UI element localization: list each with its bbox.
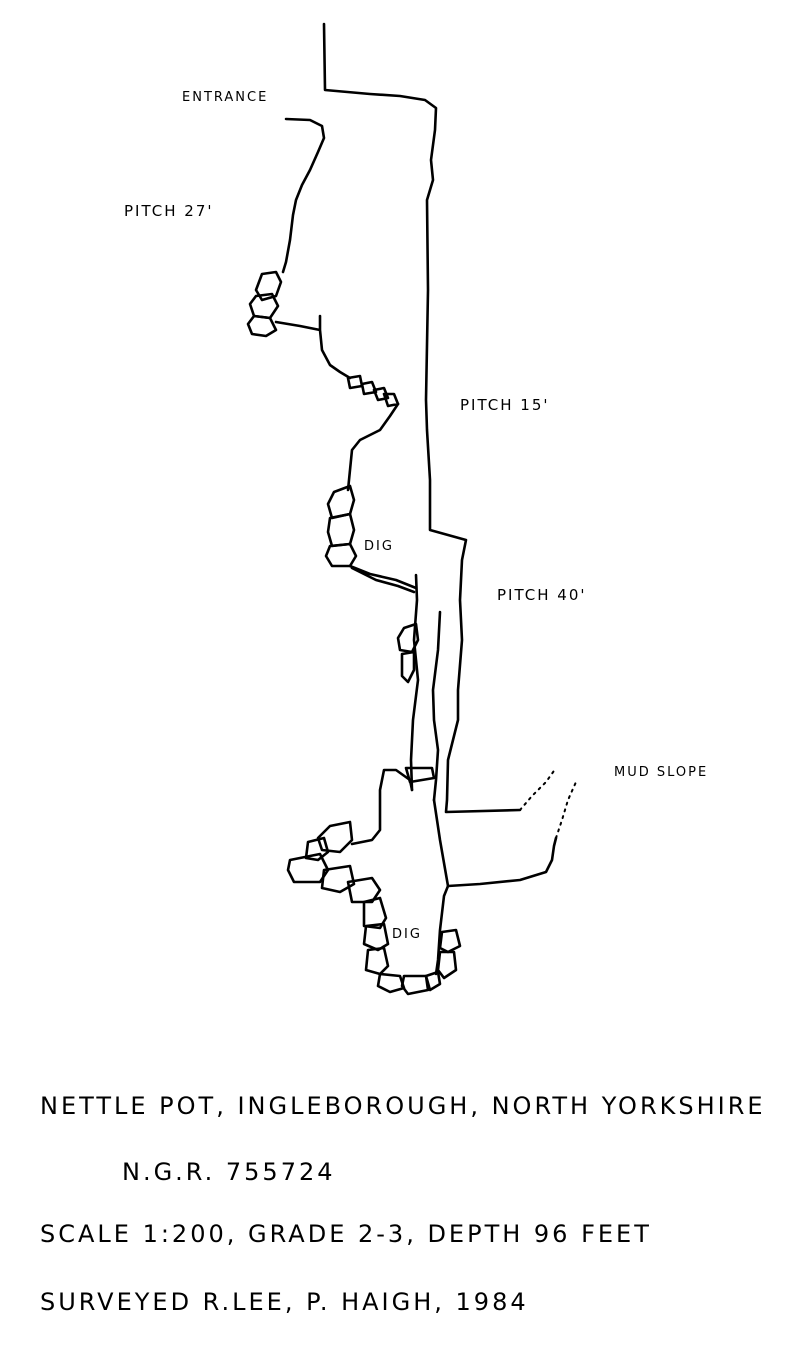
survey-title: NETTLE POT, INGLEBOROUGH, NORTH YORKSHIR…: [40, 1092, 766, 1120]
cave-wall-left-upper: [281, 117, 326, 274]
label-mud-slope: MUD SLOPE: [614, 765, 708, 780]
boulder: [326, 512, 356, 548]
cave-wall-mid-passage: [274, 314, 352, 380]
boulder: [438, 928, 462, 954]
cave-wall-inner-pitch40: [409, 573, 420, 792]
boulder: [376, 972, 406, 994]
cave-wall-left-mid: [346, 402, 400, 492]
boulder: [304, 836, 330, 862]
boulder: [424, 970, 442, 992]
label-dig-upper: DIG: [364, 539, 394, 554]
boulder-chain: [346, 374, 400, 408]
label-pitch-40: PITCH 40': [497, 586, 586, 604]
cave-wall-left-lower: [350, 768, 414, 846]
boulder: [248, 292, 280, 320]
label-dig-lower: DIG: [392, 927, 422, 942]
dig-passage: [348, 564, 418, 594]
label-pitch-27: PITCH 27': [124, 202, 213, 220]
cave-wall-inner-pitch40-right: [431, 610, 442, 802]
grid-reference: N.G.R. 755724: [122, 1158, 336, 1186]
boulder: [400, 650, 416, 684]
boulder: [324, 542, 358, 568]
label-pitch-15: PITCH 15': [460, 396, 549, 414]
cave-wall-right-upper: [322, 22, 522, 814]
block: [404, 766, 436, 784]
mud-slope-lower: [555, 781, 577, 839]
boulder: [436, 950, 458, 980]
label-entrance: ENTRANCE: [182, 90, 268, 105]
boulder: [346, 876, 382, 904]
surveyor-credit: SURVEYED R.LEE, P. HAIGH, 1984: [40, 1288, 529, 1316]
cave-survey-drawing: ENTRANCE PITCH 27' PITCH 15' DIG PITCH 4…: [124, 22, 708, 996]
boulder: [254, 270, 283, 302]
boulder: [320, 864, 356, 894]
boulder: [286, 852, 330, 884]
boulder: [316, 820, 354, 854]
scale-grade-depth: SCALE 1:200, GRADE 2-3, DEPTH 96 FEET: [40, 1220, 652, 1248]
boulder: [400, 974, 430, 996]
boulder: [246, 314, 278, 338]
cave-wall-mud-slope: [446, 836, 558, 888]
boulder: [364, 946, 390, 976]
mud-slope-upper: [519, 767, 557, 811]
